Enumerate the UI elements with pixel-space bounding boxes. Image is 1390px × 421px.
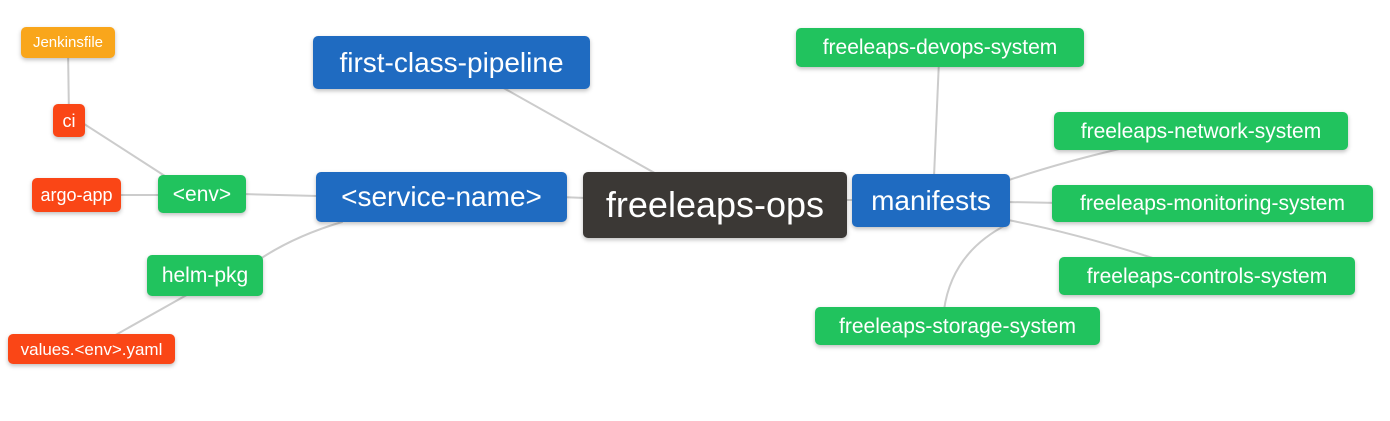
node-label: first-class-pipeline xyxy=(339,46,564,78)
node-label: <env> xyxy=(172,182,232,206)
edge-freeleaps-ops-to-first-class-pipeline xyxy=(499,85,661,177)
mindmap-node-freeleaps-storage-system[interactable]: freeleaps-storage-system xyxy=(815,307,1100,345)
mindmap-node-freeleaps-devops-system[interactable]: freeleaps-devops-system xyxy=(796,28,1084,67)
node-label: freeleaps-network-system xyxy=(1080,119,1322,143)
node-label: freeleaps-controls-system xyxy=(1086,264,1328,288)
node-label: argo-app xyxy=(40,185,113,205)
mindmap-node-values-env-yaml[interactable]: values.<env>.yaml xyxy=(8,334,175,364)
edge-manifests-to-freeleaps-network-system xyxy=(1005,146,1129,182)
mindmap-node-jenkinsfile[interactable]: Jenkinsfile xyxy=(21,27,115,58)
edge-manifests-to-freeleaps-controls-system xyxy=(1007,219,1166,263)
node-label: values.<env>.yaml xyxy=(20,339,163,359)
mindmap-node-env[interactable]: <env> xyxy=(158,175,246,213)
node-label: <service-name> xyxy=(341,181,542,212)
node-label: manifests xyxy=(871,184,991,216)
mindmap-node-freeleaps-controls-system[interactable]: freeleaps-controls-system xyxy=(1059,257,1355,295)
edge-service-name-to-env xyxy=(241,193,319,197)
node-label: helm-pkg xyxy=(161,264,249,287)
node-label: freeleaps-devops-system xyxy=(822,36,1058,59)
mindmap-node-helm-pkg[interactable]: helm-pkg xyxy=(147,255,263,296)
edge-manifests-to-freeleaps-devops-system xyxy=(933,59,940,178)
mindmap-node-manifests[interactable]: manifests xyxy=(852,174,1010,227)
mindmap-node-freeleaps-monitoring-system[interactable]: freeleaps-monitoring-system xyxy=(1052,185,1373,222)
node-label: freeleaps-storage-system xyxy=(839,314,1076,338)
mindmap-node-service-name[interactable]: <service-name> xyxy=(316,172,567,222)
mindmap-node-first-class-pipeline[interactable]: first-class-pipeline xyxy=(313,36,590,89)
node-label: freeleaps-ops xyxy=(605,184,825,225)
edge-env-to-ci xyxy=(77,119,169,179)
mindmap-node-ci[interactable]: ci xyxy=(53,104,85,137)
mindmap-node-freeleaps-ops[interactable]: freeleaps-ops xyxy=(583,172,847,238)
mindmap-node-freeleaps-network-system[interactable]: freeleaps-network-system xyxy=(1054,112,1348,150)
node-label: Jenkinsfile xyxy=(32,34,104,51)
edge-service-name-to-helm-pkg xyxy=(249,221,343,267)
node-label: freeleaps-monitoring-system xyxy=(1080,192,1345,215)
edge-helm-pkg-to-values-env-yaml xyxy=(111,291,193,338)
node-label: ci xyxy=(62,110,76,131)
edge-manifests-to-freeleaps-storage-system xyxy=(943,223,1009,311)
mindmap-node-argo-app[interactable]: argo-app xyxy=(32,178,121,212)
